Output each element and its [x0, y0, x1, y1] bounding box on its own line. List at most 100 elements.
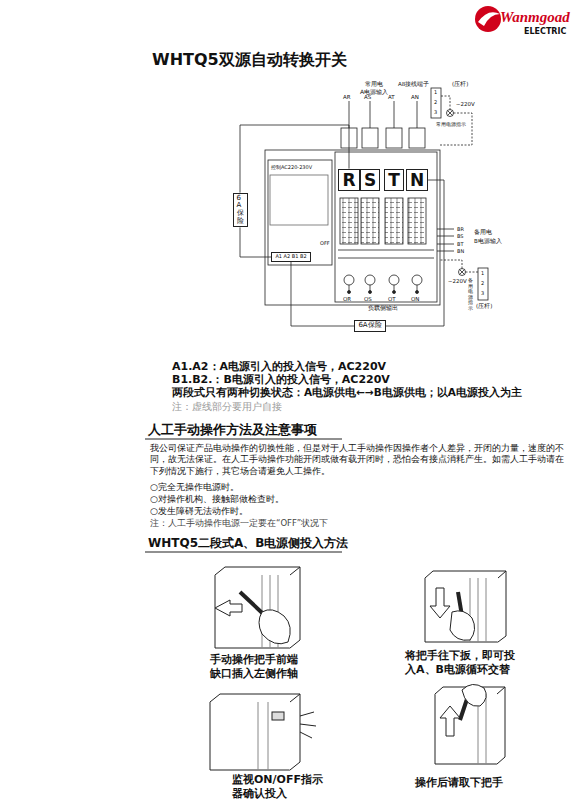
drawing-line — [145, 551, 342, 552]
wire-connector — [291, 262, 354, 326]
text-label: BT — [457, 241, 463, 247]
drawing-path — [450, 611, 475, 640]
text-label: BN — [457, 248, 464, 254]
pole-box: S — [360, 169, 380, 192]
text-label: 人工手动操作方法及注意事项 — [148, 422, 317, 438]
text-label: AN — [411, 94, 419, 101]
text-label: 负载侧输出 — [368, 305, 398, 312]
drawing-path — [425, 571, 506, 642]
text-label: 3 — [481, 290, 484, 296]
drawing-path — [478, 12, 500, 26]
drawing-circle — [416, 291, 419, 294]
text-label: ON — [411, 296, 419, 303]
drawing-rect — [409, 128, 425, 148]
drawing-path — [448, 111, 453, 116]
drawing-path — [430, 588, 450, 618]
drawing-path — [215, 567, 300, 648]
text-label: 手动操作把手前端 缺口插入左侧作轴 — [210, 653, 310, 681]
pole-box: T — [384, 169, 404, 192]
text-label: 操作后请取下把手 — [415, 776, 503, 789]
drawing-path — [349, 101, 417, 128]
drawing-circle — [369, 291, 372, 294]
text-label: AT — [388, 94, 395, 101]
text-label: OFF — [320, 240, 330, 246]
node-text: N — [410, 171, 424, 190]
text-label: (压杆) — [476, 303, 492, 310]
text-label: B电源输入 — [474, 238, 502, 245]
drawing-circle — [344, 275, 354, 285]
text-label: BS — [457, 233, 464, 239]
drawing-circle — [393, 291, 396, 294]
text-label: ○发生障碍无法动作时。 — [150, 506, 248, 517]
drawing-rect — [362, 128, 378, 148]
drawing-rect — [270, 175, 328, 225]
drawing-path — [300, 712, 316, 738]
text-label: OT — [388, 296, 396, 303]
node-text: S — [364, 171, 376, 190]
drawing-circle — [365, 275, 375, 285]
text-label: 1 — [434, 89, 437, 95]
text-label: A8接线端子 — [398, 81, 429, 88]
drawing-rect — [340, 198, 358, 244]
fuse-box: 6A保险 — [354, 320, 385, 332]
text-label: 注：虚线部分要用户自接 — [172, 401, 282, 413]
wire-connector — [240, 227, 271, 257]
drawing-path — [258, 702, 268, 770]
pole-box: R — [338, 169, 359, 192]
node-text: T — [388, 171, 400, 190]
node-text: 6A保险 — [358, 322, 381, 330]
drawing-circle — [447, 110, 454, 117]
text-label: 备用电 — [474, 229, 492, 236]
drawing-rect — [408, 198, 426, 244]
drawing-path — [440, 706, 460, 736]
drawing-rect — [431, 88, 441, 118]
drawing-rect — [385, 198, 403, 244]
text-label: A1.A2：A电源引入的投入信号，AC220V — [172, 360, 386, 373]
drawing-circle — [348, 291, 351, 294]
text-label: B1.B2.：B电源引入的投入信号，AC220V — [172, 373, 390, 386]
logo — [475, 6, 501, 32]
text-label: 我公司保证产品电动操作的切换性能，但是对于人工手动操作因操作者个人差异，开闭的力… — [150, 443, 568, 477]
text-label: ~220V — [456, 101, 475, 108]
text-label: Wanmgoad — [500, 8, 570, 26]
text-label: 两段式只有两种切换状态：A电源供电←→B电源供电；以A电源投入为主 — [172, 386, 522, 399]
text-label: 1 — [481, 270, 484, 276]
text-label: 备用电源指示 — [468, 278, 473, 311]
drawing-path — [460, 270, 465, 275]
text-label: AR — [343, 94, 351, 101]
drawing-rect — [268, 160, 332, 265]
wire-connector — [240, 125, 349, 193]
drawing-path — [259, 610, 290, 644]
drawing-rect — [478, 268, 488, 300]
fuse-box: 6A保险 — [233, 193, 248, 228]
text-label: ○对操作机构、接触部做检查时。 — [150, 494, 284, 505]
node-text: A1 A2 B1 B2 — [275, 254, 306, 260]
drawing-rect — [272, 712, 284, 720]
text-label: 将把手往下扳，即可投 入A、B电源循环交替 — [405, 649, 519, 677]
drawing-path — [210, 694, 300, 770]
drawing-circle — [389, 275, 399, 285]
drawing-line — [145, 438, 342, 439]
drawing-circle — [475, 6, 501, 32]
text-label: 注：人工手动操作电源一定要在“OFF”状况下 — [150, 518, 328, 528]
text-label: BR — [457, 226, 464, 232]
drawing-path — [440, 260, 478, 272]
text-label: (压杆) — [452, 81, 468, 88]
drawing-rect — [361, 198, 379, 244]
text-label: 3 — [434, 109, 437, 115]
text-label: WHTQ5二段式A、B电源侧投入方法 — [148, 536, 348, 550]
drawing-rect — [386, 128, 402, 148]
terminal-strip: A1 A2 B1 B2 — [271, 252, 310, 262]
switch-body — [265, 88, 488, 305]
node-text: 6A保险 — [237, 195, 244, 226]
node-text: R — [342, 171, 355, 190]
text-label: 常用电 — [365, 80, 383, 87]
text-label: 常用电源指示 — [436, 121, 466, 127]
text-label: ○完全无操作电源时。 — [150, 482, 239, 493]
text-label: 2 — [481, 280, 484, 286]
drawing-path — [215, 600, 242, 616]
drawing-path — [349, 285, 417, 291]
wire-connector — [386, 180, 444, 326]
